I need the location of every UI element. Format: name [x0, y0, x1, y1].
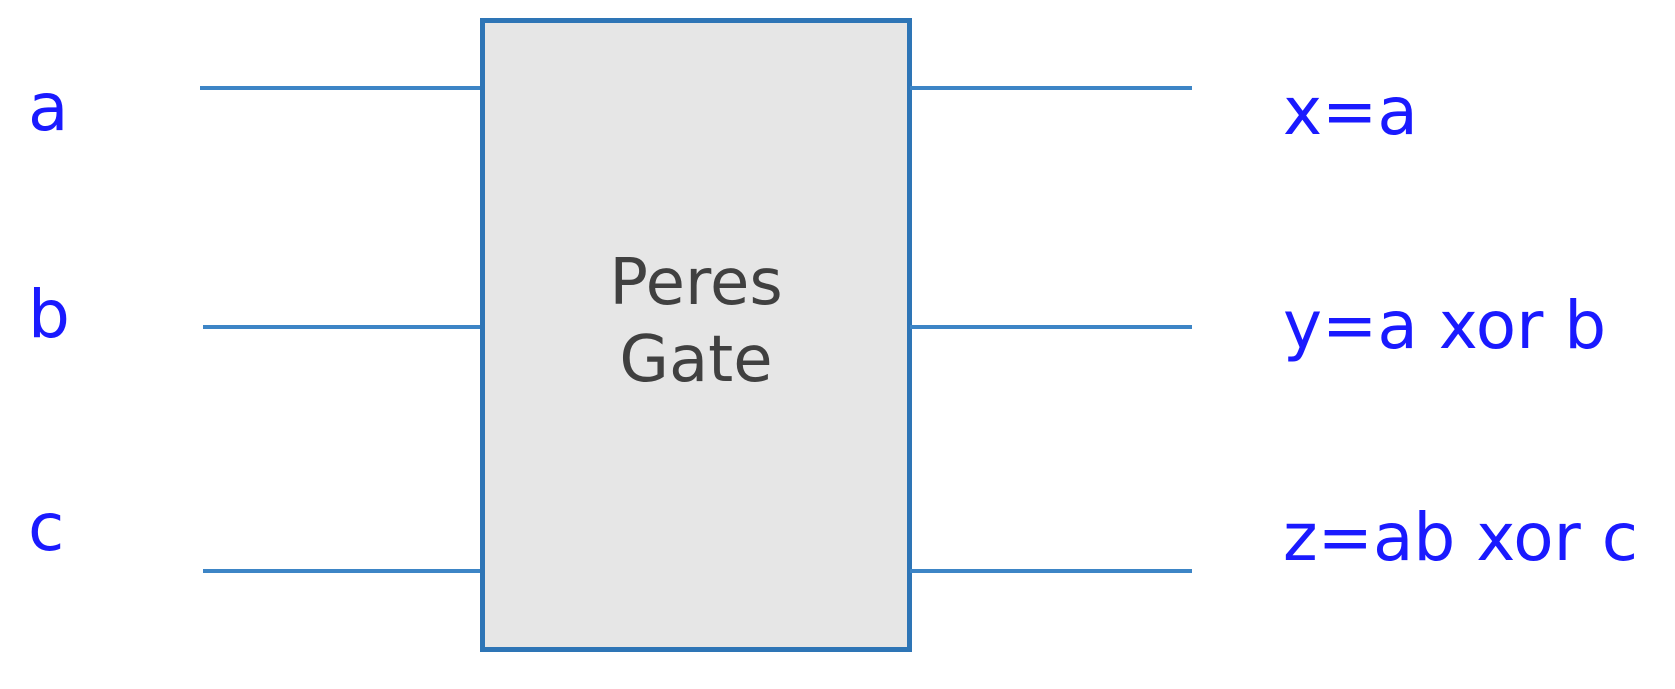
peres-gate-box: Peres Gate	[480, 18, 912, 652]
output-wire-x	[910, 86, 1192, 90]
output-wire-y	[910, 325, 1192, 329]
input-wire-a	[200, 86, 482, 90]
input-label-c: c	[28, 489, 65, 566]
input-label-b: b	[28, 276, 70, 353]
input-wire-c	[203, 569, 482, 573]
output-label-x: x=a	[1283, 73, 1418, 150]
output-wire-z	[910, 569, 1192, 573]
output-label-y: y=a xor b	[1283, 287, 1607, 364]
input-wire-b	[203, 325, 482, 329]
input-label-a: a	[28, 69, 69, 146]
output-label-z: z=ab xor c	[1283, 499, 1639, 576]
gate-title-line-2: Gate	[619, 323, 773, 397]
gate-title-line-1: Peres	[609, 246, 783, 321]
